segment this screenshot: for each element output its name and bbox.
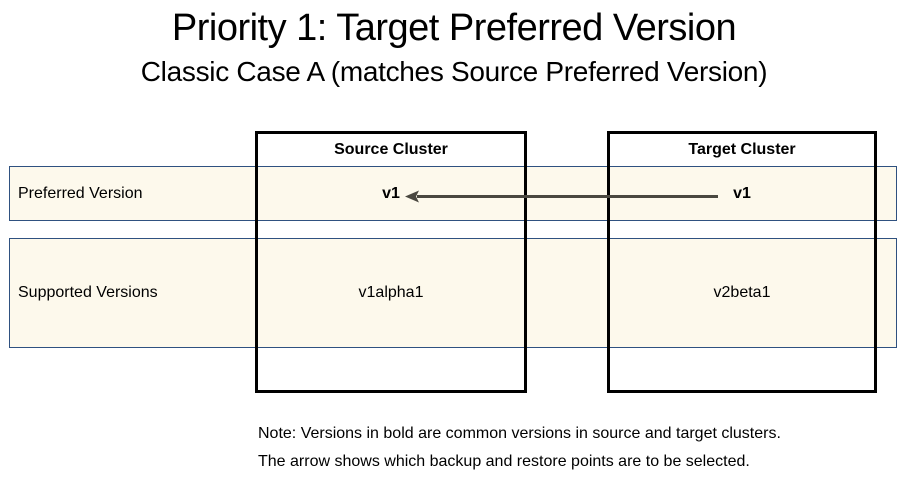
slide-subtitle: Classic Case A (matches Source Preferred…: [140, 56, 768, 87]
left-arrow-icon: [405, 189, 720, 204]
supported-versions-row-label: Supported Versions: [18, 284, 158, 301]
source-cluster-header: Source Cluster: [334, 141, 448, 158]
footnote: Note: Versions in bold are common versio…: [258, 420, 902, 476]
target-cluster-header: Target Cluster: [688, 141, 796, 158]
target-cluster-box: Target Cluster: [607, 131, 877, 393]
source-supported-version-value: v1alpha1: [358, 284, 424, 301]
slide-title: Priority 1: Target Preferred Version: [171, 7, 737, 49]
target-preferred-version-value: v1: [733, 184, 751, 202]
footnote-line-2: The arrow shows which backup and restore…: [258, 453, 750, 470]
footnote-line-1: Note: Versions in bold are common versio…: [258, 425, 781, 442]
target-supported-version-value: v2beta1: [713, 284, 771, 301]
supported-versions-row: Supported Versions: [9, 238, 897, 348]
preferred-version-row-label: Preferred Version: [18, 184, 143, 202]
source-cluster-box: Source Cluster: [255, 131, 527, 393]
preferred-version-row: Preferred Version: [9, 166, 897, 221]
source-preferred-version-value: v1: [382, 184, 400, 202]
